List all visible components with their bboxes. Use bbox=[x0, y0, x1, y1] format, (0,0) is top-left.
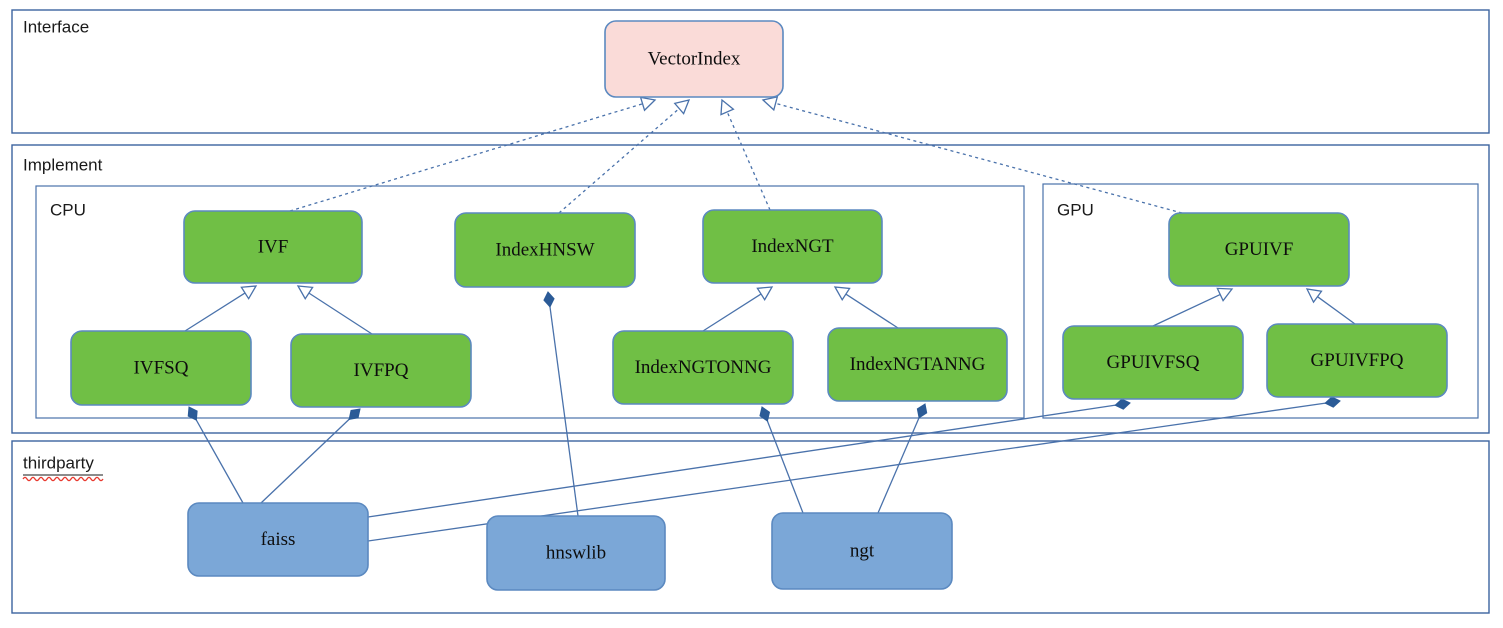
node-label-indexngtanng: IndexNGTANNG bbox=[850, 354, 986, 375]
edge-e-ngt-ngtanng bbox=[877, 403, 928, 514]
node-faiss[interactable]: faiss bbox=[187, 502, 369, 577]
node-indexngt[interactable]: IndexNGT bbox=[702, 209, 883, 284]
node-label-indexngtonng: IndexNGTONNG bbox=[635, 357, 772, 378]
edge-line bbox=[260, 418, 351, 504]
node-label-hnswlib: hnswlib bbox=[546, 542, 606, 563]
node-label-faiss: faiss bbox=[261, 529, 296, 550]
node-indexngtanng[interactable]: IndexNGTANNG bbox=[827, 327, 1008, 402]
node-label-vectorindex: VectorIndex bbox=[648, 48, 741, 69]
node-gpuivf[interactable]: GPUIVF bbox=[1168, 212, 1350, 287]
edge-line bbox=[877, 416, 921, 514]
edge-line bbox=[195, 418, 244, 504]
edge-e-ngtonng-ngt bbox=[702, 286, 774, 332]
edge-head-filled-diamond bbox=[916, 403, 928, 419]
edge-head-filled-diamond bbox=[1114, 398, 1131, 410]
edge-head-filled-diamond bbox=[543, 291, 555, 308]
node-ivfsq[interactable]: IVFSQ bbox=[70, 330, 252, 406]
spellcheck-squiggle-thirdparty bbox=[22, 476, 104, 482]
edge-line bbox=[558, 107, 681, 214]
edge-e-hnswlib-indexhnsw bbox=[543, 291, 579, 517]
node-hnswlib[interactable]: hnswlib bbox=[486, 515, 666, 591]
edge-head-hollow-triangle bbox=[761, 95, 779, 112]
node-ivf[interactable]: IVF bbox=[183, 210, 363, 284]
edge-e-faiss-gpuivfsq bbox=[367, 398, 1131, 518]
node-gpuivfpq[interactable]: GPUIVFPQ bbox=[1266, 323, 1448, 398]
edge-line bbox=[1152, 293, 1222, 327]
node-vectorindex[interactable]: VectorIndex bbox=[604, 20, 784, 98]
node-box-vectorindex bbox=[604, 20, 784, 98]
edge-line bbox=[184, 291, 247, 332]
edge-line bbox=[766, 419, 804, 514]
node-box-indexngtanng bbox=[827, 327, 1008, 402]
subgroup-label-gpu: GPU bbox=[1057, 200, 1094, 219]
edge-head-hollow-triangle bbox=[720, 98, 735, 116]
node-label-ivfsq: IVFSQ bbox=[134, 357, 189, 378]
edge-e-gpuivf-vectorindex bbox=[761, 95, 1183, 214]
edge-e-gpuivfsq-gpuivf bbox=[1152, 287, 1234, 327]
node-box-ivfsq bbox=[70, 330, 252, 406]
node-box-ngt bbox=[771, 512, 953, 590]
node-label-gpuivfpq: GPUIVFPQ bbox=[1311, 350, 1404, 371]
edge-e-faiss-ivfsq bbox=[187, 406, 244, 504]
edge-head-filled-diamond bbox=[1324, 396, 1341, 408]
edge-e-faiss-ivfpq bbox=[260, 408, 361, 504]
edge-head-hollow-triangle bbox=[240, 285, 258, 300]
group-label-interface: Interface bbox=[23, 17, 89, 36]
node-label-ivf: IVF bbox=[258, 236, 289, 257]
node-indexngtonng[interactable]: IndexNGTONNG bbox=[612, 330, 794, 405]
edge-head-hollow-triangle bbox=[639, 96, 657, 112]
node-box-gpuivfpq bbox=[1266, 323, 1448, 398]
node-box-hnswlib bbox=[486, 515, 666, 591]
node-box-indexhnsw bbox=[454, 212, 636, 288]
node-box-indexngt bbox=[702, 209, 883, 284]
edge-line bbox=[367, 404, 1117, 518]
edge-line bbox=[702, 292, 763, 332]
edge-head-hollow-triangle bbox=[833, 286, 851, 302]
edge-head-hollow-triangle bbox=[1216, 287, 1234, 302]
edge-e-gpuivfpq-gpuivf bbox=[1305, 288, 1356, 325]
edge-line bbox=[1316, 295, 1356, 325]
relationship-edges bbox=[184, 95, 1356, 542]
edge-head-hollow-triangle bbox=[296, 285, 314, 301]
node-box-ivf bbox=[183, 210, 363, 284]
node-label-gpuivf: GPUIVF bbox=[1225, 239, 1294, 260]
edge-head-filled-diamond bbox=[187, 406, 198, 421]
node-label-indexngt: IndexNGT bbox=[751, 236, 834, 257]
edge-head-filled-diamond bbox=[348, 408, 361, 420]
group-label-thirdparty: thirdparty bbox=[23, 453, 94, 472]
edge-e-ivfsq-ivf bbox=[184, 285, 258, 332]
edge-line bbox=[844, 292, 899, 329]
node-label-gpuivfsq: GPUIVFSQ bbox=[1107, 352, 1200, 373]
node-box-gpuivf bbox=[1168, 212, 1350, 287]
edge-head-hollow-triangle bbox=[1305, 288, 1323, 304]
node-ngt[interactable]: ngt bbox=[771, 512, 953, 590]
edge-head-filled-diamond bbox=[759, 406, 771, 422]
node-box-faiss bbox=[187, 502, 369, 577]
node-label-ngt: ngt bbox=[850, 540, 875, 561]
edge-head-hollow-triangle bbox=[673, 99, 691, 115]
edge-e-ngt-vectorindex bbox=[720, 98, 771, 211]
edge-e-ngtanng-ngt bbox=[833, 286, 899, 329]
edge-e-ivfpq-ivf bbox=[296, 285, 373, 335]
edge-e-ngt-ngtonng bbox=[759, 406, 804, 514]
node-box-ivfpq bbox=[290, 333, 472, 408]
node-box-gpuivfsq bbox=[1062, 325, 1244, 400]
edge-e-ivf-vectorindex bbox=[289, 96, 657, 212]
node-ivfpq[interactable]: IVFPQ bbox=[290, 333, 472, 408]
edge-head-hollow-triangle bbox=[756, 286, 774, 301]
edge-e-hnsw-vectorindex bbox=[558, 99, 691, 214]
node-gpuivfsq[interactable]: GPUIVFSQ bbox=[1062, 325, 1244, 400]
node-label-ivfpq: IVFPQ bbox=[354, 360, 409, 381]
edge-line bbox=[307, 291, 373, 335]
node-label-indexhnsw: IndexHNSW bbox=[495, 239, 594, 260]
edge-line bbox=[289, 102, 644, 212]
subgroup-label-cpu: CPU bbox=[50, 200, 86, 219]
node-indexhnsw[interactable]: IndexHNSW bbox=[454, 212, 636, 288]
edge-line bbox=[726, 110, 771, 211]
node-box-indexngtonng bbox=[612, 330, 794, 405]
group-label-implement: Implement bbox=[23, 155, 103, 174]
edge-line bbox=[549, 305, 579, 517]
